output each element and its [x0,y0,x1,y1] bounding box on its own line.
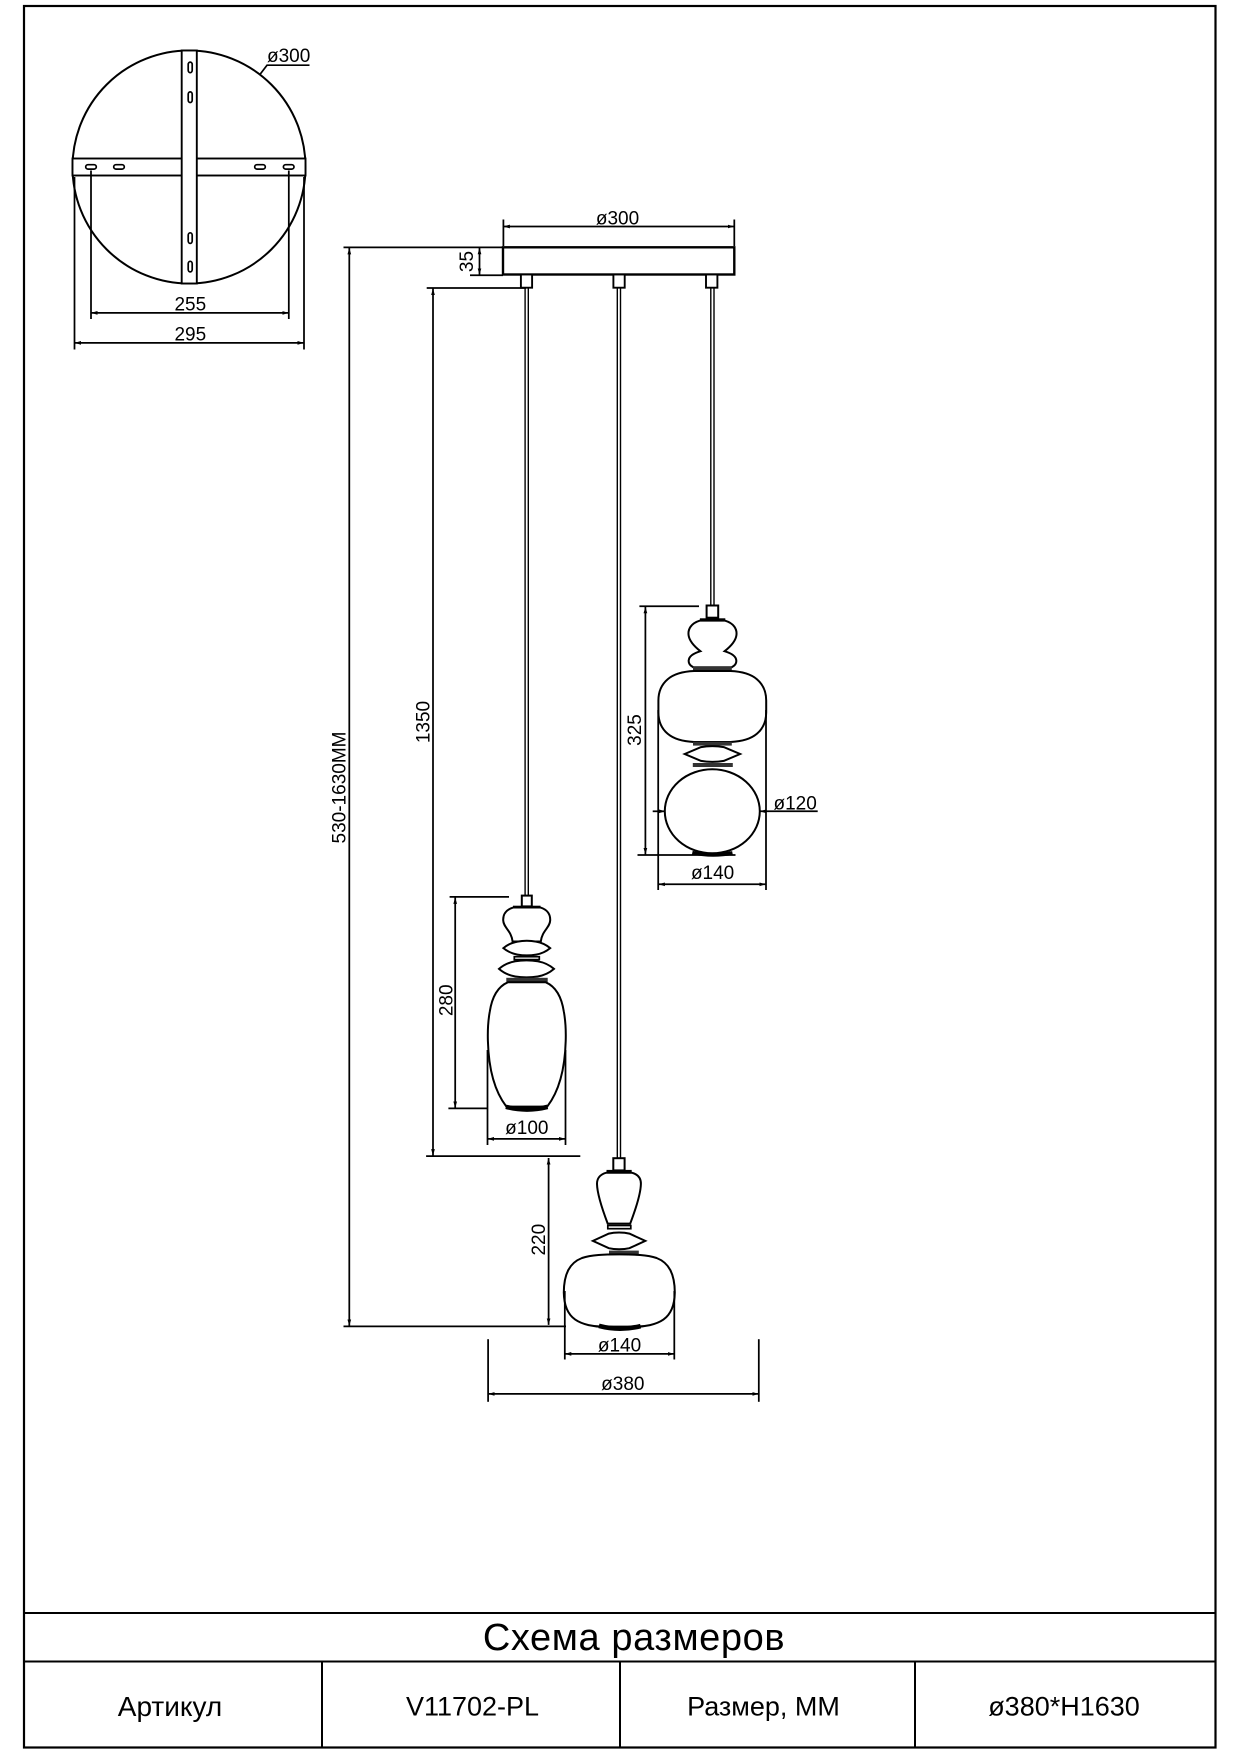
svg-text:ø100: ø100 [505,1118,548,1139]
svg-text:Схема размеров: Схема размеров [483,1617,785,1659]
svg-text:ø300: ø300 [596,209,639,230]
svg-text:V11702-PL: V11702-PL [406,1692,539,1722]
svg-text:1350: 1350 [414,701,435,743]
svg-text:280: 280 [437,984,458,1016]
svg-text:255: 255 [174,295,206,316]
svg-text:220: 220 [529,1224,550,1256]
svg-text:ø380*H1630: ø380*H1630 [988,1692,1140,1722]
svg-text:530-1630MM: 530-1630MM [330,732,351,844]
svg-text:Артикул: Артикул [118,1691,222,1722]
svg-text:325: 325 [625,714,646,746]
svg-text:ø140: ø140 [598,1335,641,1356]
svg-text:Размер, ММ: Размер, ММ [687,1692,840,1722]
svg-text:ø380: ø380 [601,1374,644,1395]
svg-text:ø120: ø120 [774,794,817,815]
svg-text:35: 35 [457,251,478,272]
svg-text:295: 295 [174,325,206,346]
svg-text:ø140: ø140 [691,863,734,884]
svg-text:ø300: ø300 [267,46,310,67]
